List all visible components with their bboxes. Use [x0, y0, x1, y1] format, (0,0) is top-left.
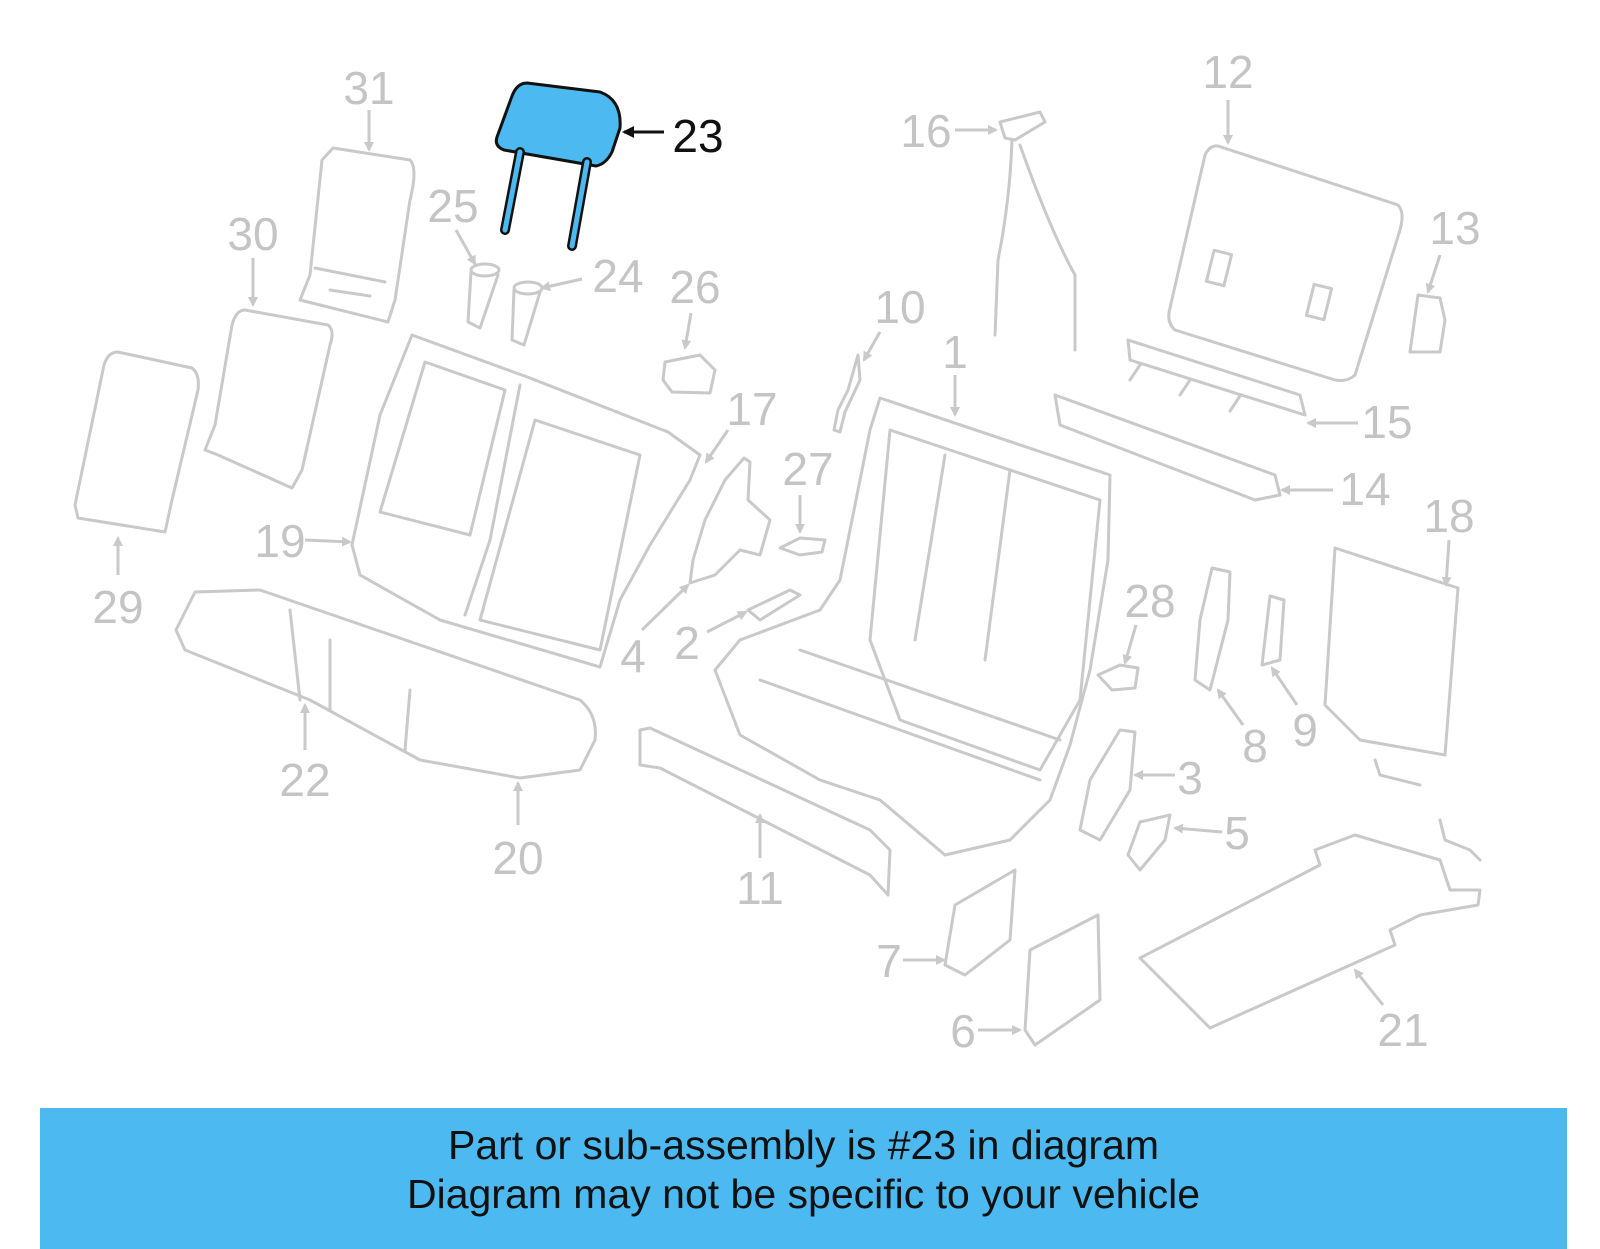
part-6-panel[interactable]: [1023, 913, 1102, 1047]
callout-17: 17: [726, 383, 777, 435]
part-18-board[interactable]: [1323, 546, 1460, 787]
part-23-headrest[interactable]: [494, 81, 622, 251]
part-9-trim[interactable]: [1260, 594, 1286, 667]
callout-28: 28: [1124, 575, 1175, 627]
part-29-panel[interactable]: [73, 350, 200, 534]
callout-30: 30: [227, 208, 278, 260]
callout-7: 7: [876, 935, 902, 987]
callout-1: 1: [942, 326, 968, 378]
callout-14: 14: [1339, 463, 1390, 515]
part-2-clip[interactable]: [746, 588, 802, 622]
info-banner: Part or sub-assembly is #23 in diagram D…: [40, 1108, 1567, 1249]
parts-diagram: 31 30 25 24 26 29 19 22 20 11 17 27 10 1…: [73, 46, 1482, 1057]
callout-10: 10: [874, 281, 925, 333]
part-21-floor-mat[interactable]: [1138, 818, 1482, 1030]
part-8-trim[interactable]: [1193, 566, 1232, 692]
callout-31: 31: [343, 62, 394, 114]
part-19-seatback[interactable]: [350, 333, 702, 669]
callout-22: 22: [279, 754, 330, 806]
part-11-rail[interactable]: [638, 726, 892, 897]
callout-16: 16: [900, 105, 951, 157]
part-27-clip[interactable]: [778, 536, 827, 557]
part-26-bracket[interactable]: [661, 353, 717, 395]
callout-4: 4: [620, 630, 646, 682]
part-5-cap[interactable]: [1126, 813, 1172, 872]
part-14-rail[interactable]: [1053, 393, 1282, 502]
part-17-bracket[interactable]: [688, 456, 772, 585]
part-12-back-panel[interactable]: [1167, 144, 1404, 382]
part-10-strap[interactable]: [832, 353, 862, 434]
part-7-panel[interactable]: [943, 868, 1017, 977]
callout-9: 9: [1292, 704, 1318, 756]
part-25-headrest-guide[interactable]: [466, 262, 501, 330]
callout-11: 11: [736, 862, 784, 914]
part-1-seat-frame[interactable]: [713, 396, 1112, 857]
callout-26: 26: [669, 261, 720, 313]
banner-disclaimer: Diagram may not be specific to your vehi…: [406, 1171, 1200, 1217]
callout-29: 29: [92, 581, 143, 633]
callout-6: 6: [950, 1005, 976, 1057]
callout-23: 23: [672, 110, 723, 162]
banner-part-note: Part or sub-assembly is #23 in diagram: [448, 1122, 1159, 1168]
callout-25: 25: [427, 180, 478, 232]
callout-5: 5: [1224, 807, 1250, 859]
callout-8: 8: [1242, 720, 1268, 772]
callout-27: 27: [782, 443, 833, 495]
part-24-headrest-guide[interactable]: [510, 280, 544, 347]
callout-2: 2: [674, 617, 700, 669]
part-30-panel[interactable]: [203, 308, 334, 490]
callout-19: 19: [254, 515, 305, 567]
part-13-latch[interactable]: [1408, 293, 1447, 354]
callout-13: 13: [1429, 202, 1480, 254]
callout-18: 18: [1423, 490, 1474, 542]
callout-21: 21: [1377, 1004, 1428, 1056]
part-31-seatback-panel[interactable]: [298, 146, 416, 324]
part-16-seatbelt[interactable]: [993, 110, 1077, 352]
callout-numbers: 31 30 25 24 26 29 19 22 20 11 17 27 10 1…: [92, 46, 1480, 1057]
part-15-rail[interactable]: [1126, 338, 1307, 417]
part-28-clip[interactable]: [1096, 663, 1140, 692]
part-22-seat-cushion[interactable]: [174, 588, 597, 780]
callout-20: 20: [492, 832, 543, 884]
part-3-cover[interactable]: [1078, 728, 1137, 842]
callout-15: 15: [1361, 396, 1412, 448]
leader-lines: [113, 100, 1452, 1035]
callout-3: 3: [1177, 752, 1203, 804]
callout-24: 24: [592, 250, 643, 302]
callout-12: 12: [1202, 46, 1253, 98]
